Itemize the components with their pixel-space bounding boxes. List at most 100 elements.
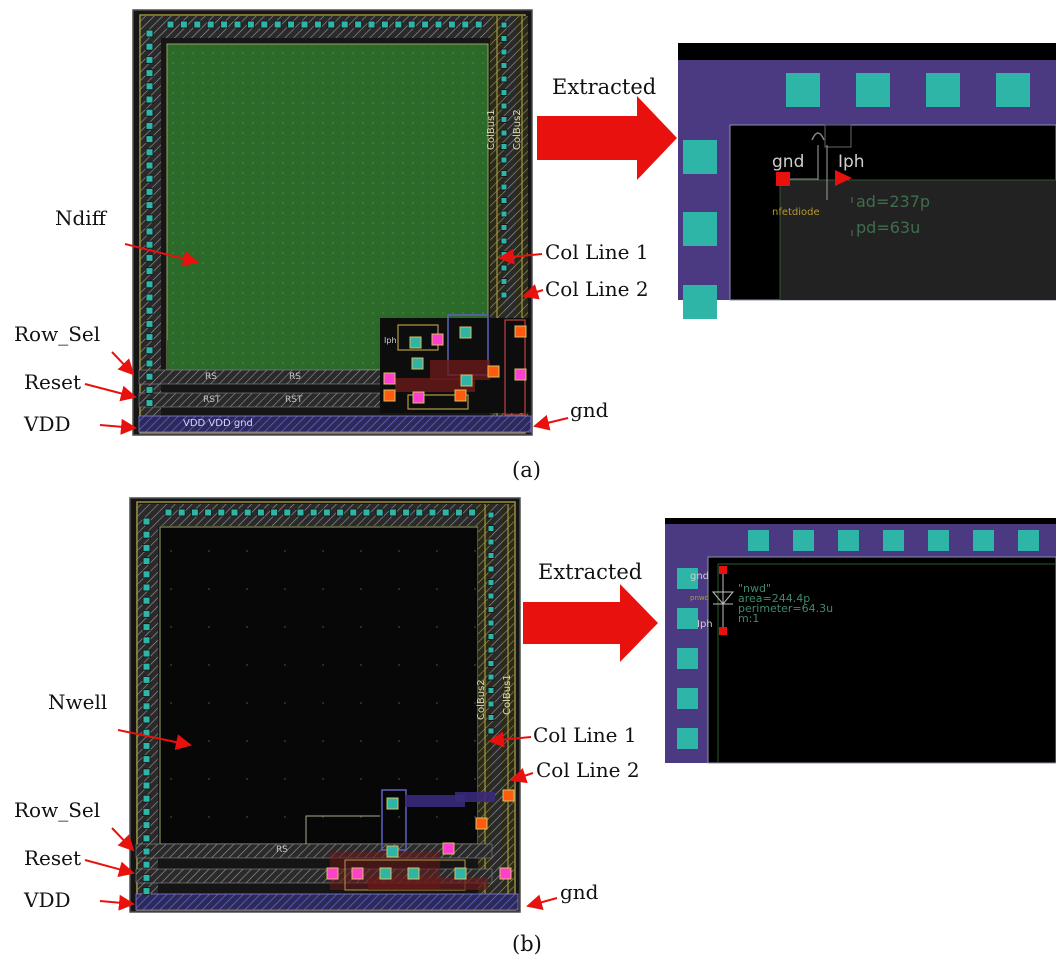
extracted-iph-b: Iph [697, 619, 713, 630]
contact-pad [388, 508, 397, 517]
contact-pad [142, 887, 151, 896]
extracted-pad [926, 73, 960, 107]
contact-pad [142, 596, 151, 605]
row-sel-arrow-b [111, 827, 135, 852]
caption-a: (a) [512, 458, 541, 482]
contact-pad [142, 873, 151, 882]
contact-pad [142, 702, 151, 711]
caption-b: (b) [512, 932, 542, 956]
contact-pad [142, 860, 151, 869]
contact-pad [487, 660, 495, 667]
contact-pad [500, 278, 508, 285]
contact-pad [421, 20, 430, 29]
contact-pad [145, 201, 154, 210]
contact-pad [243, 508, 252, 517]
transistor-contact [412, 391, 425, 404]
extracted-pad [786, 73, 820, 107]
contact-pad [145, 240, 154, 249]
contact-pad [375, 508, 384, 517]
rst-text-left: RST [203, 395, 221, 405]
contact-pad [206, 20, 215, 29]
reset-label-b: Reset [24, 846, 82, 870]
gnd-arrow-a [533, 414, 569, 431]
extracted-pad [677, 648, 698, 669]
rst-text-right: RST [285, 395, 303, 405]
extracted-arrow-a [537, 96, 677, 180]
contact-pad [142, 768, 151, 777]
row-sel-label-b: Row_Sel [14, 798, 101, 822]
contact-pad [500, 183, 508, 191]
contact-pad [145, 29, 154, 38]
contact-pad [362, 508, 371, 517]
transistor-contact [475, 817, 488, 830]
col-line-2-label-a: Col Line 2 [545, 277, 649, 301]
contact-pad [415, 508, 424, 517]
contact-pad [487, 552, 495, 559]
transistor-contact [460, 374, 473, 387]
contact-pad [447, 20, 456, 29]
contact-pad [142, 689, 151, 698]
col-line-1-label-a: Col Line 1 [545, 240, 649, 264]
contact-pad [145, 385, 154, 394]
contact-pad [142, 794, 151, 803]
extracted-arrow-b [523, 584, 658, 662]
contact-pad [500, 21, 508, 29]
contact-pad [500, 89, 508, 96]
contact-pad [500, 197, 508, 204]
contact-pad [500, 62, 508, 69]
contact-pad [500, 48, 508, 56]
contact-pad [500, 102, 508, 110]
contact-pad [145, 174, 154, 183]
transistor-contact [379, 867, 392, 880]
contact-pad [145, 280, 154, 289]
contact-pad [407, 20, 416, 29]
extracted-pad [683, 140, 717, 174]
colbus2-text-b: ColBus2 [476, 679, 487, 720]
contact-pad [428, 508, 437, 517]
extracted-pad [748, 530, 769, 551]
contact-pad [500, 224, 508, 231]
vdd-label-b: VDD [24, 888, 71, 912]
contact-pad [500, 35, 508, 42]
col-line-2-arrow-b [510, 767, 534, 784]
contact-pad [142, 755, 151, 764]
contact-pad [487, 565, 495, 573]
contact-pad [474, 20, 483, 29]
contact-pad [487, 646, 495, 654]
contact-pad [336, 508, 345, 517]
extracted-model-b: "nwd" [738, 582, 772, 595]
gnd-label-a: gnd [570, 398, 609, 422]
contact-pad [145, 333, 154, 342]
extracted-ad-a: ad=237p [856, 192, 931, 211]
contact-pad [142, 517, 151, 526]
contact-pad [300, 20, 309, 29]
contact-pad [145, 359, 154, 368]
contact-pad [142, 834, 151, 843]
extracted-m-b: m:1 [738, 612, 760, 625]
col-line-1-label-b: Col Line 1 [533, 723, 637, 747]
contact-pad [179, 20, 188, 29]
extracted-pad [883, 530, 904, 551]
contact-pad [487, 673, 495, 681]
extracted-device-a: nfetdiode [772, 207, 820, 218]
contact-pad [434, 20, 443, 29]
contact-pad [145, 148, 154, 157]
contact-pad [145, 319, 154, 328]
contact-pad [177, 508, 186, 517]
extracted-label-a: Extracted [552, 75, 657, 99]
contact-pad [500, 129, 508, 137]
transistor-contact [431, 333, 444, 346]
extracted-iph-a: Iph [838, 152, 865, 172]
extracted-pad [683, 285, 717, 319]
contact-pad [270, 508, 279, 517]
extracted-pad [973, 530, 994, 551]
extracted-params-b: "nwd" area=244.4p perimeter=64.3u m:1 [738, 582, 833, 625]
contact-pad [454, 508, 463, 517]
rs-text-left: RS [205, 372, 217, 382]
contact-pad [145, 306, 154, 315]
contact-pad [500, 237, 508, 245]
transistor-contact [487, 365, 500, 378]
contact-pad [500, 210, 508, 218]
contact-pad [487, 579, 495, 586]
reset-label-a: Reset [24, 370, 82, 394]
